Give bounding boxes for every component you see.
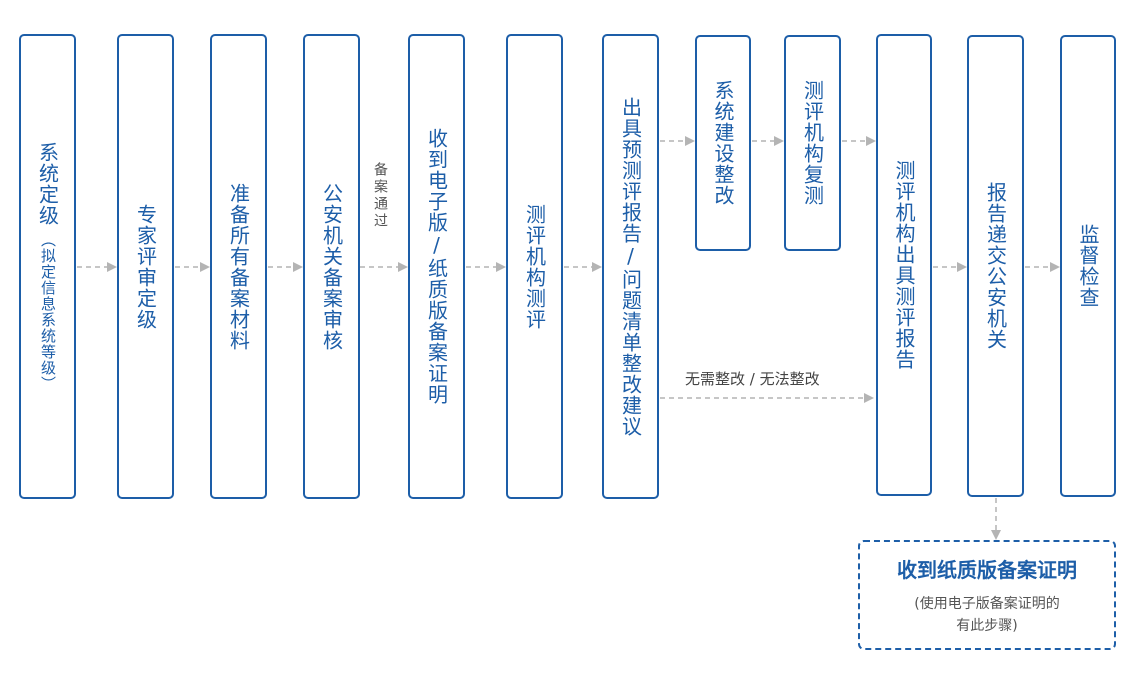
step-system-grading-label: 系统定级 [35, 141, 60, 226]
step-supervision: 监督检查 [1060, 35, 1116, 497]
step-system-grading-note: （拟定信息系统等级） [39, 231, 57, 392]
step-police-review: 公安机关备案审核 [303, 34, 360, 499]
label-approved: 备案通过 [372, 162, 388, 230]
step-prepare-materials-label: 准备所有备案材料 [226, 182, 251, 351]
step-system-rectification: 系统建设整改 [695, 35, 751, 251]
step-police-review-label: 公安机关备案审核 [319, 182, 344, 351]
paper-certificate-title: 收到纸质版备案证明 [897, 557, 1077, 582]
step-agency-retest: 测评机构复测 [784, 35, 841, 251]
step-expert-review: 专家评审定级 [117, 34, 174, 499]
paper-certificate-note: (使用电子版备案证明的 有此步骤) [914, 593, 1059, 637]
step-system-rectification-label: 系统建设整改 [711, 80, 735, 206]
step-receive-certificate: 收到电子版/纸质版备案证明 [408, 34, 465, 499]
step-agency-assessment-label: 测评机构测评 [522, 203, 547, 330]
paper-certificate-note-line2: 有此步骤) [956, 617, 1018, 634]
step-agency-retest-label: 测评机构复测 [800, 80, 825, 206]
step-submit-report-label: 报告递交公安机关 [983, 182, 1008, 350]
label-no-rectification: 无需整改 / 无法整改 [685, 370, 820, 388]
step-final-report-label: 测评机构出具测评报告 [892, 160, 916, 370]
step-system-grading: 系统定级 （拟定信息系统等级） [19, 34, 76, 499]
step-submit-report: 报告递交公安机关 [967, 35, 1024, 497]
paper-certificate-note-line1: (使用电子版备案证明的 [914, 595, 1060, 612]
step-final-report: 测评机构出具测评报告 [876, 34, 932, 496]
step-expert-review-label: 专家评审定级 [133, 203, 158, 330]
step-pre-assessment-report-label: 出具预测评报告/问题清单整改建议 [618, 96, 643, 437]
paper-certificate-box: 收到纸质版备案证明 (使用电子版备案证明的 有此步骤) [858, 540, 1116, 650]
step-pre-assessment-report: 出具预测评报告/问题清单整改建议 [602, 34, 659, 499]
step-receive-certificate-label: 收到电子版/纸质版备案证明 [424, 128, 449, 405]
step-supervision-label: 监督检查 [1076, 224, 1100, 308]
step-prepare-materials: 准备所有备案材料 [210, 34, 267, 499]
step-agency-assessment: 测评机构测评 [506, 34, 563, 499]
